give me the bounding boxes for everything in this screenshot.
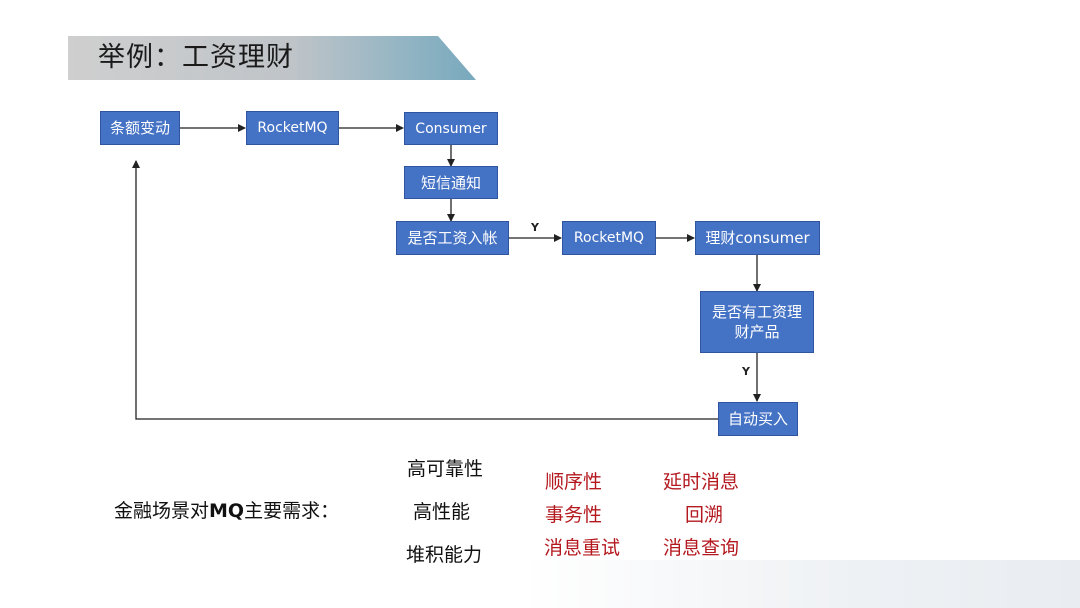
box-auto-buy: 自动买入 [718, 402, 798, 436]
box-salary-check: 是否工资入帐 [396, 221, 509, 255]
requirement-delay-message: 延时消息 [663, 471, 740, 493]
box-sms-notify: 短信通知 [404, 166, 498, 199]
requirements-heading-prefix: 金融场景对 [114, 500, 210, 522]
requirement-retry: 消息重试 [544, 537, 621, 559]
box-consumer: Consumer [404, 112, 498, 145]
slide-title: 举例：工资理财 [98, 42, 294, 73]
box-balance-change: 条额变动 [100, 111, 180, 145]
title-banner [68, 36, 476, 80]
yes-label-salary: Y [531, 221, 539, 234]
box-finance-consumer: 理财consumer [695, 221, 820, 255]
requirement-message-query: 消息查询 [663, 537, 740, 559]
background-fade [520, 560, 1080, 608]
requirement-transaction: 事务性 [545, 504, 603, 526]
requirements-heading: 金融场景对MQ主要需求： [114, 496, 339, 523]
requirement-accumulation: 堆积能力 [406, 544, 483, 566]
box-has-finance-product: 是否有工资理 财产品 [700, 291, 814, 353]
arrow-buy-loop-back [132, 160, 718, 420]
requirement-backtrack: 回溯 [685, 504, 724, 526]
requirement-high-performance: 高性能 [413, 501, 471, 523]
requirements-heading-suffix: 主要需求： [244, 500, 340, 522]
box-rocketmq-2: RocketMQ [562, 221, 656, 255]
requirements-heading-mq: MQ [209, 500, 245, 522]
yes-label-product: Y [742, 365, 750, 378]
box-rocketmq-1: RocketMQ [246, 111, 339, 145]
box-has-finance-product-line1: 是否有工资理 [711, 303, 802, 321]
requirement-ordering: 顺序性 [545, 471, 603, 493]
requirement-high-reliability: 高可靠性 [407, 458, 484, 480]
box-has-finance-product-line2: 财产品 [734, 323, 780, 341]
